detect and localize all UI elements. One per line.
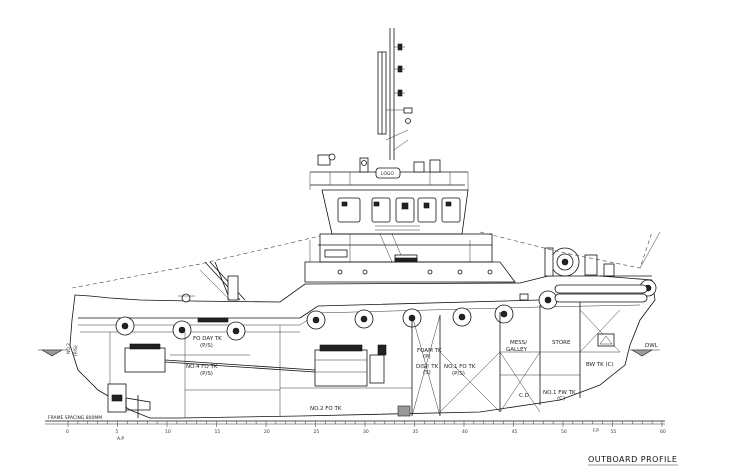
frame-tick-label: 45 [512,429,518,435]
fo-day-tk-side-label: (P/S) [200,343,213,349]
frame-scale [45,420,665,427]
no2-aft-label: NO.2 [66,343,72,354]
logo-text: LOGO [381,171,394,177]
wheelhouse [321,189,469,235]
no1-fo-tk-side-label: (P/S) [452,371,465,377]
frame-spacing-note: FRAME SPACING 800MM [48,415,102,421]
bow-winch [544,247,652,277]
rudder-propeller [107,383,151,418]
frame-tick-label: 10 [165,429,171,435]
no4-fo-tk-label: NO.4 FO TK [186,364,218,370]
no1-fw-tk-label: NO.1 FW TK [543,390,576,396]
bow-logo-plate [597,333,615,347]
no2-fo-tk-label: NO.2 FO TK [310,406,342,412]
main-engines [124,343,387,387]
ap-label: A.P [117,436,124,442]
galley-label: GALLEY [506,347,528,353]
frame-tick-label: 40 [462,429,468,435]
frame-tick-label: 15 [215,429,221,435]
frame-tick-label: 55 [611,429,617,435]
frame-tick-label: 60 [660,429,666,435]
aft-tow-line [71,235,321,289]
frame-tick-label: 5 [116,429,119,435]
fwd-tow-line [479,231,653,269]
bw-tk-label: BW TK (C) [586,362,614,368]
frame-tick-label: 0 [66,429,69,435]
frame-tick-label: 30 [363,429,369,435]
no1-fw-tk-side-label: (C) [557,396,565,402]
waterline [38,349,660,357]
no4-fo-tk-side-label: (P/S) [200,371,213,377]
cd-label: C.D [519,393,529,399]
disp-tk-label: DISP. TK [416,364,439,370]
frame-tick-label: 50 [561,429,567,435]
fo-day-tk-label: FO DAY TK [193,336,222,342]
frame-tick-label: 35 [413,429,419,435]
no1-fo-tk-label: NO.1 FO TK [444,364,476,370]
store-label: STORE [552,340,571,346]
fp-label: F.P [593,428,599,434]
mast [377,28,413,160]
foam-tk-label: FOAM TK [417,348,442,354]
deckhouse [304,233,516,283]
mess-label: MESS/ [510,340,527,346]
drawing-title: OUTBOARD PROFILE [588,455,677,464]
disp-tk-side-label: (S) [423,370,431,376]
dwl-label: DWL [645,343,659,349]
frame-tick-label: 25 [314,429,320,435]
foam-tk-side-label: (P) [423,354,431,360]
fenders [115,279,657,341]
no2-aft-side-label: (P/S) [73,345,79,356]
frame-tick-label: 20 [264,429,270,435]
frame-tick-labels: 0 5 10 15 20 25 30 35 40 45 50 55 60 [66,429,666,435]
wheelhouse-top [309,153,469,190]
bulkheads [109,302,621,418]
aft-crane [178,261,246,303]
